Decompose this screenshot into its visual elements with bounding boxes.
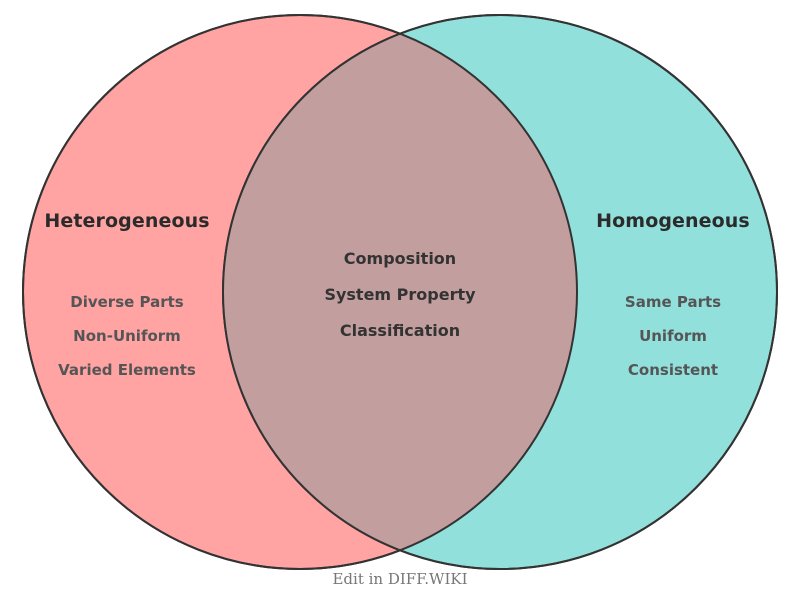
right-set-outline (222, 14, 778, 570)
intersection-region[interactable] (223, 15, 777, 569)
left-set-outline (22, 14, 578, 570)
intersection-fill-circle (223, 15, 577, 569)
